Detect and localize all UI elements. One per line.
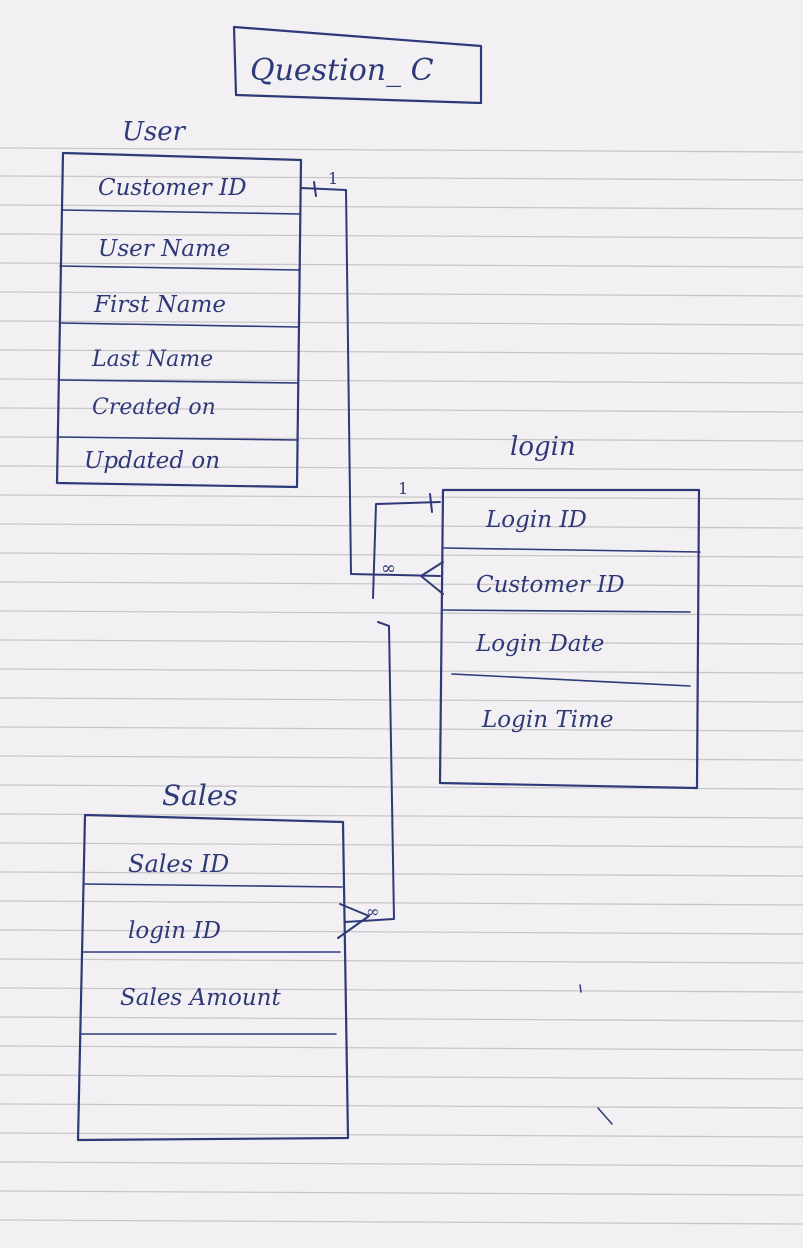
user-field-last-name: Last Name: [91, 347, 213, 372]
relationship-login-sales: 1 ∞: [337, 479, 441, 939]
login-field-login-time: Login Time: [481, 707, 613, 733]
user-field-user-name: User Name: [98, 236, 230, 262]
title-box: Question_ C: [232, 25, 483, 105]
pen-marks: [579, 984, 613, 1125]
sales-field-sales-id: Sales ID: [128, 850, 229, 878]
entity-user: User Customer ID User Name First Name La…: [55, 117, 303, 489]
cardinality-many-sales: ∞: [366, 902, 379, 921]
login-field-login-date: Login Date: [475, 631, 604, 657]
login-field-customer-id: Customer ID: [476, 572, 625, 598]
entity-sales-name: Sales: [162, 779, 238, 812]
login-field-login-id: Login ID: [485, 507, 587, 533]
entity-user-name: User: [122, 117, 187, 147]
cardinality-one-login: 1: [398, 479, 408, 498]
user-field-created-on: Created on: [92, 395, 216, 420]
diagram-title: Question_ C: [250, 53, 434, 88]
entity-login: login Login ID Customer ID Login Date Lo…: [438, 432, 701, 790]
entity-sales: Sales Sales ID login ID Sales Amount: [76, 779, 350, 1142]
entity-login-name: login: [510, 432, 576, 462]
user-field-updated-on: Updated on: [84, 448, 220, 474]
sales-field-sales-amount: Sales Amount: [120, 985, 281, 1011]
sales-field-login-id: login ID: [128, 918, 221, 944]
relationship-user-login: 1 ∞: [300, 169, 444, 595]
user-field-customer-id: Customer ID: [98, 175, 247, 201]
cardinality-one-user: 1: [328, 169, 338, 188]
cardinality-many-login: ∞: [381, 558, 396, 579]
user-field-first-name: First Name: [93, 292, 226, 318]
